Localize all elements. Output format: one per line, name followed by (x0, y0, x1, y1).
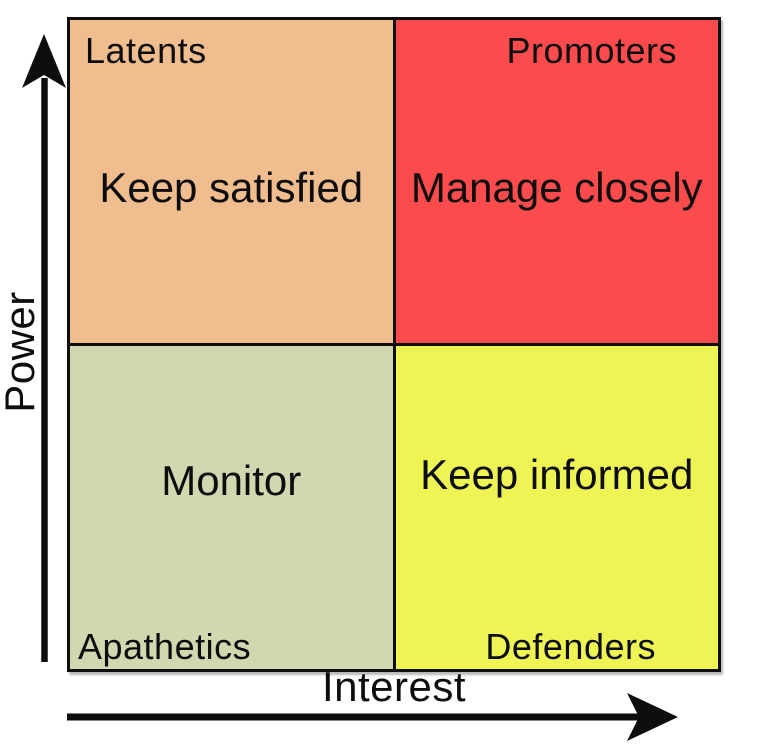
quadrant-keep-satisfied: Latents Keep satisfied (70, 20, 393, 343)
quadrant-action-manage-closely: Manage closely (410, 164, 703, 211)
y-axis-label: Power (0, 291, 43, 413)
x-axis-label: Interest (321, 663, 467, 710)
quadrant-manage-closely: Promoters Manage closely (395, 20, 718, 343)
quadrant-action-monitor: Monitor (161, 457, 302, 504)
quadrant-action-keep-satisfied: Keep satisfied (99, 164, 364, 211)
quadrant-name-latents: Latents (85, 30, 207, 71)
quadrant-name-apathetics: Apathetics (78, 626, 252, 667)
quadrant-monitor: Monitor Apathetics (70, 346, 393, 669)
quadrant-keep-informed: Keep informed Defenders (395, 346, 718, 669)
quadrant-name-promoters: Promoters (506, 30, 677, 71)
quadrant-name-defenders: Defenders (485, 626, 656, 667)
quadrant-action-keep-informed: Keep informed (420, 451, 694, 498)
y-axis-arrowhead (22, 34, 66, 88)
matrix-grid: Latents Keep satisfied Promoters Manage … (67, 17, 721, 672)
x-axis-arrowhead (627, 693, 678, 741)
